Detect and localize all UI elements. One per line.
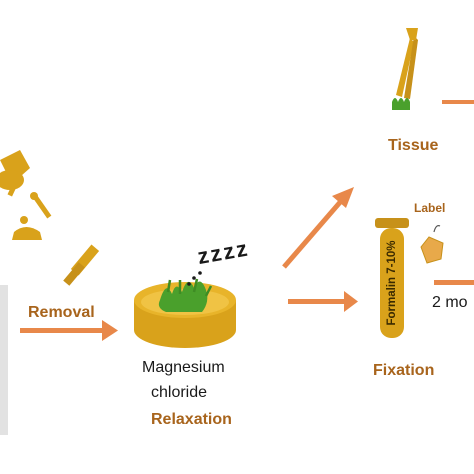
sleep-dots xyxy=(187,271,202,286)
tissue-label: Tissue xyxy=(388,137,439,154)
chloride-label: chloride xyxy=(151,384,208,401)
two-months-label: 2 mo xyxy=(432,294,468,311)
lamp-icon xyxy=(0,150,52,240)
label-tag-text: Label xyxy=(414,201,446,215)
formalin-tube-icon xyxy=(375,218,409,338)
left-edge-strip xyxy=(0,285,8,435)
tissue-sample-icon xyxy=(392,98,410,110)
arrow-to-right-edge xyxy=(442,100,474,104)
removal-label: Removal xyxy=(28,304,95,321)
scalpel-icon xyxy=(63,244,100,286)
fixation-label: Fixation xyxy=(373,362,435,379)
magnesium-label: Magnesium xyxy=(142,359,225,376)
tissue-in-dish-icon xyxy=(158,278,213,312)
arrow-after-fixation xyxy=(434,280,474,285)
tweezers-icon xyxy=(396,28,418,99)
formalin-text: Formalin 7-10% xyxy=(386,240,398,326)
relaxation-label: Relaxation xyxy=(151,411,232,428)
removal-arrow xyxy=(20,320,118,341)
arrow-to-fixation xyxy=(288,291,358,312)
arrow-to-tissue xyxy=(282,187,354,269)
label-tag-icon xyxy=(420,225,444,264)
